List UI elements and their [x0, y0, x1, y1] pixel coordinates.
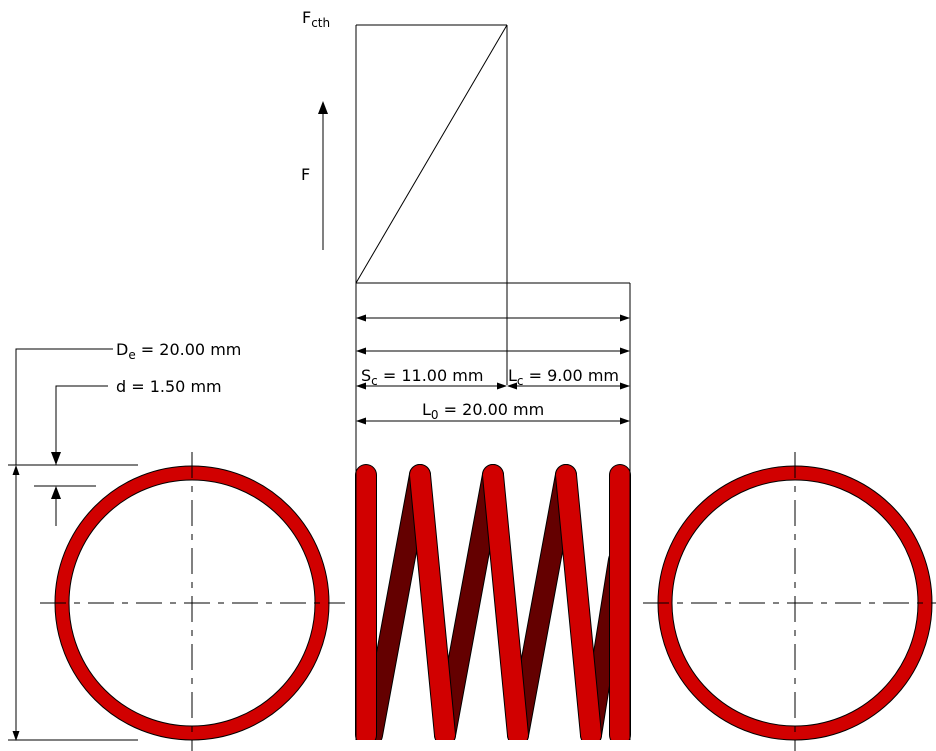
- end-view-right: [643, 452, 936, 751]
- outer-diameter-leader: [15, 348, 113, 465]
- theoretical-force-label: Fcth: [302, 8, 330, 30]
- force-arrow: [318, 101, 328, 250]
- free-length-label: L0 = 20.00 mm: [422, 400, 544, 422]
- wire-diameter-label: d = 1.50 mm: [116, 377, 222, 396]
- diameter-annotations: De = 20.00 mm d = 1.50 mm: [8, 340, 241, 741]
- solid-length-label: Lc = 9.00 mm: [508, 366, 619, 388]
- force-diagram: F Fcth: [301, 8, 631, 465]
- force-label: F: [301, 165, 310, 184]
- dimension-lines: Sc = 11.00 mm Lc = 9.00 mm L0 = 20.00 mm: [356, 314, 630, 425]
- travel-label: Sc = 11.00 mm: [361, 366, 483, 388]
- force-characteristic-line: [355, 24, 508, 284]
- wire-diameter-leader: [55, 385, 108, 465]
- spring-side-view: [340, 464, 640, 751]
- end-view-left: [40, 452, 345, 751]
- spring-front-coils: [355, 464, 631, 746]
- outer-diameter-label: De = 20.00 mm: [116, 340, 241, 362]
